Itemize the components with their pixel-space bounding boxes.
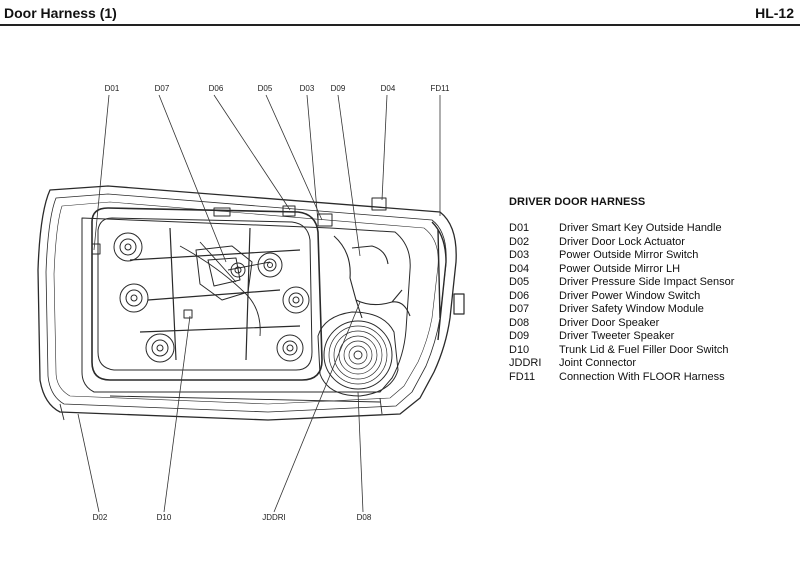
- door-hinge-seal: [431, 221, 447, 341]
- legend-desc: Power Outside Mirror Switch: [559, 249, 699, 261]
- legend-desc: Joint Connector: [559, 357, 637, 369]
- legend-code: D01: [509, 222, 530, 234]
- callout-jddri: JDDRI: [262, 513, 286, 522]
- legend-item: D09 Driver Tweeter Speaker: [509, 330, 794, 344]
- page-title: Door Harness (1): [4, 5, 117, 21]
- callout-d04: D04: [381, 84, 396, 93]
- callout-d03: D03: [300, 84, 315, 93]
- callout-d07: D07: [155, 84, 170, 93]
- legend-code: D03: [509, 249, 530, 261]
- legend-desc: Driver Power Window Switch: [559, 289, 701, 302]
- door-inner-panel: [81, 217, 411, 393]
- legend-item: D03 Power Outside Mirror Switch: [509, 249, 794, 263]
- legend-desc: Power Outside Mirror LH: [559, 262, 681, 275]
- panel-connectors: [91, 197, 387, 319]
- legend-code: D08: [509, 316, 530, 329]
- legend-item: D02 Driver Door Lock Actuator: [509, 236, 794, 250]
- regulator-rail: [129, 227, 301, 361]
- lower-mount-line: [59, 395, 383, 421]
- legend-code: D07: [509, 303, 530, 315]
- legend-code: D06: [509, 289, 530, 302]
- legend-desc: Driver Pressure Side Impact Sensor: [559, 276, 735, 288]
- callout-d02: D02: [93, 513, 108, 522]
- door-shell-inner-line: [45, 193, 447, 413]
- legend-code: D10: [509, 343, 530, 356]
- legend-code: D04: [509, 262, 530, 275]
- legend-desc: Driver Door Speaker: [559, 316, 660, 329]
- legend-desc: Driver Tweeter Speaker: [559, 330, 675, 342]
- legend-item: D01 Driver Smart Key Outside Handle: [509, 222, 794, 236]
- callout-d10: D10: [157, 513, 172, 522]
- door-shell-hatch-line: [53, 201, 439, 405]
- legend-item: D05 Driver Pressure Side Impact Sensor: [509, 276, 794, 290]
- legend-item: D08 Driver Door Speaker: [509, 317, 794, 331]
- legend-code: FD11: [509, 370, 536, 383]
- callout-d09: D09: [331, 84, 346, 93]
- legend-desc: Driver Door Lock Actuator: [559, 235, 685, 248]
- legend-item: D07 Driver Safety Window Module: [509, 303, 794, 317]
- callout-d01: D01: [105, 84, 120, 93]
- legend-item: JDDRI Joint Connector: [509, 357, 794, 371]
- window-motor-module: [195, 245, 253, 301]
- door-outer-shell: [37, 185, 457, 421]
- door-speaker: [317, 311, 399, 397]
- door-harness-run: [333, 235, 411, 319]
- legend-item: FD11 Connection With FLOOR Harness: [509, 371, 794, 385]
- legend-code: D05: [509, 276, 530, 288]
- legend-desc: Trunk Lid & Fuel Filler Door Switch: [559, 343, 729, 356]
- legend-code: JDDRI: [509, 357, 542, 369]
- leader-lines: [77, 94, 441, 513]
- legend-item: D10 Trunk Lid & Fuel Filler Door Switch: [509, 344, 794, 358]
- door-panel-rib: [97, 217, 313, 371]
- floor-connector-housing: [453, 293, 465, 315]
- legend-title: DRIVER DOOR HARNESS: [509, 196, 646, 208]
- legend-item: D06 Driver Power Window Switch: [509, 290, 794, 304]
- callout-d05: D05: [258, 84, 273, 93]
- pulley-wheels: [113, 232, 310, 363]
- callout-d06: D06: [209, 84, 224, 93]
- legend-code: D02: [509, 235, 530, 248]
- legend-desc: Driver Safety Window Module: [559, 303, 704, 315]
- header-rule: [0, 24, 800, 26]
- callout-d08: D08: [357, 513, 372, 522]
- legend-desc: Connection With FLOOR Harness: [559, 370, 725, 383]
- harness-legend: DRIVER DOOR HARNESS D01 Driver Smart Key…: [509, 196, 794, 384]
- page-header: Door Harness (1) HL-12: [0, 0, 800, 26]
- callout-fd11: FD11: [431, 84, 451, 93]
- legend-item: D04 Power Outside Mirror LH: [509, 263, 794, 277]
- legend-code: D09: [509, 330, 530, 342]
- door-window-regulator-frame: [91, 207, 323, 381]
- page-number: HL-12: [755, 5, 794, 21]
- legend-desc: Driver Smart Key Outside Handle: [559, 222, 722, 234]
